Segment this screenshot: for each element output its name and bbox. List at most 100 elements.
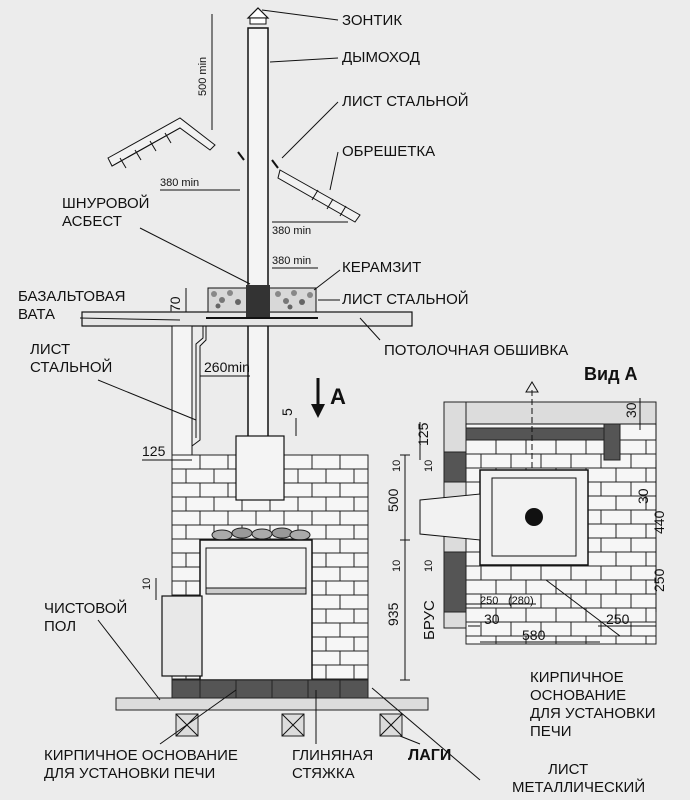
label-basalt-2: ВАТА [18,306,55,323]
brick [311,510,341,526]
brick [171,524,187,540]
label-brick-base-right-4: ПЕЧИ [530,723,572,740]
brick [339,538,369,554]
dim-v30-mid: 30 [635,488,651,504]
brick [171,566,201,582]
brick [645,607,657,623]
brick [645,467,657,483]
brick [325,468,355,484]
chimney-pipe [247,27,269,487]
brick [615,579,647,595]
brick [325,524,355,540]
leader-lines-left [79,9,481,781]
brick [353,552,369,568]
brick [585,635,617,645]
brick [297,496,327,512]
brick [495,439,527,455]
brick [171,538,201,554]
floor-joists [175,713,403,737]
label-finish-floor-2: ПОЛ [44,618,76,635]
label-joists: ЛАГИ [408,747,451,764]
brick [171,454,201,470]
brick [510,453,542,469]
brick [585,495,617,511]
dim-125: 125 [142,443,166,459]
brick [353,580,369,596]
label-beam: БРУС [421,600,438,640]
dim-v125: 125 [415,422,431,446]
label-lathing: ОБРЕШЕТКА [342,143,435,160]
brick [570,565,602,581]
brick [171,482,201,498]
dim-70: 70 [167,296,183,312]
label-brick-base-right-3: ДЛЯ УСТАНОВКИ [530,705,656,722]
brick [353,496,369,512]
label-steel-sheet-mid: ЛИСТ СТАЛЬНОЙ [342,290,469,308]
roof-right-slope [277,169,361,223]
brick [325,608,355,624]
brick [645,551,657,567]
brick [325,552,355,568]
label-asbestos-1: ШНУРОВОЙ [62,194,149,212]
brick [480,453,512,469]
label-umbrella: ЗОНТИК [342,12,402,29]
brick [339,454,369,470]
brick [171,580,187,596]
brick [199,482,229,498]
brick [465,621,482,637]
roof-steel-sheet [237,151,245,161]
brick [540,565,572,581]
brick [465,635,497,645]
brick [570,453,602,469]
label-brick-base-right-2: ОСНОВАНИЕ [530,687,626,704]
chimney-hole [525,508,543,526]
brick [615,635,647,645]
brick [311,482,341,498]
brick [465,593,482,609]
asbestos-cord [246,285,270,317]
label-basalt-1: БАЗАЛЬТОВАЯ [18,288,125,305]
dim-v250: 250 [480,595,498,607]
brick [353,664,369,680]
brick [570,621,602,637]
firebox-door [161,595,203,677]
brick [325,636,355,652]
brick [465,565,482,581]
ceiling-slab [81,285,413,327]
dim-380min-right: 380 min [272,225,311,237]
brick [540,453,572,469]
brick [495,607,527,623]
dim-v280: (280) [508,595,534,607]
label-metal-sheet-2: МЕТАЛЛИЧЕСКИЙ [512,778,645,796]
brick [540,621,572,637]
brick [630,621,657,637]
brick [615,551,647,567]
brick [510,565,542,581]
brick [585,579,617,595]
dim-10-left: 10 [141,578,153,590]
brick [645,439,657,455]
brick [171,468,187,484]
dim-v30-top: 30 [623,402,639,418]
brick [311,650,341,666]
label-brick-base-right-1: КИРПИЧНОЕ [530,669,624,686]
label-clay-screed-1: ГЛИНЯНАЯ [292,747,373,764]
label-arrow-a: A [330,384,346,409]
brick [585,467,617,483]
brick [600,593,632,609]
brick [615,523,647,539]
dim-10-mid: 10 [391,560,403,572]
brick [600,509,632,525]
brick [185,496,215,512]
brick [525,607,557,623]
label-steel-left-1: ЛИСТ [30,341,70,358]
brick [339,594,369,610]
dim-v10b: 10 [423,560,435,572]
brick [555,635,587,645]
brick [185,468,215,484]
dim-500: 500 [385,488,401,512]
floor-boards [115,697,429,711]
label-ceiling-lining: ПОТОЛОЧНАЯ ОБШИВКА [384,342,568,359]
dim-260min: 260min [204,359,250,375]
brick [339,482,369,498]
